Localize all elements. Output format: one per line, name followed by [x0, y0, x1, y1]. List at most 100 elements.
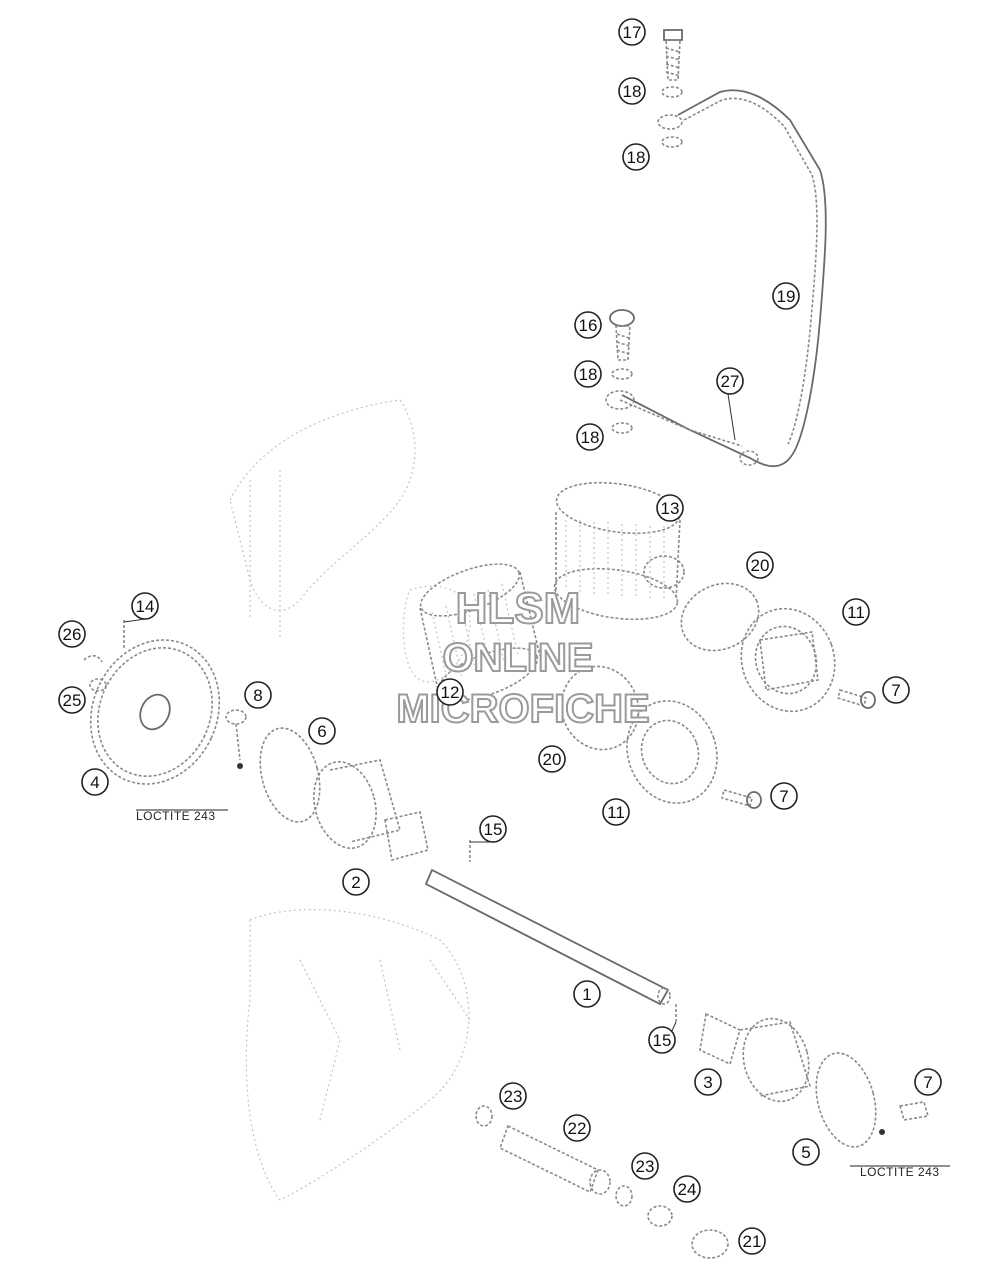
callout-number: 12 — [441, 683, 460, 702]
callout-18: 18 — [622, 143, 650, 171]
oil-line — [605, 89, 827, 467]
pump-rotor — [313, 759, 429, 862]
callout-circle — [58, 620, 86, 648]
callout-number: 18 — [623, 82, 642, 101]
callout-number: 4 — [90, 773, 99, 792]
pressure-valve — [475, 1105, 729, 1259]
callout-circle — [538, 745, 566, 773]
callout-6: 6 — [308, 717, 336, 745]
screw-middle — [721, 789, 762, 809]
callout-circle — [499, 1082, 527, 1110]
callout-23: 23 — [631, 1152, 659, 1180]
callout-circle — [673, 1175, 701, 1203]
callout-number: 14 — [136, 597, 155, 616]
watermark: HLSM ONLINE MICROFICHE — [395, 583, 650, 732]
pump-rotor-right — [699, 1012, 812, 1103]
callout-11: 11 — [602, 798, 630, 826]
callout-number: 17 — [623, 23, 642, 42]
callout-circle — [648, 1026, 676, 1054]
callout-circle — [618, 18, 646, 46]
callout-number: 7 — [891, 681, 900, 700]
callout-17: 17 — [618, 18, 646, 46]
callout-number: 19 — [777, 287, 796, 306]
callout-number: 18 — [627, 148, 646, 167]
loctite-note-left-text: LOCTITE 243 — [136, 809, 216, 823]
callout-3: 3 — [694, 1068, 722, 1096]
callout-2: 2 — [342, 868, 370, 896]
callout-number: 15 — [653, 1031, 672, 1050]
callout-circle — [576, 423, 604, 451]
callout-circle — [772, 282, 800, 310]
pump-cover — [259, 727, 321, 823]
callout-number: 20 — [543, 750, 562, 769]
callout-18: 18 — [574, 360, 602, 388]
callout-number: 2 — [351, 873, 360, 892]
callout-circle — [738, 1227, 766, 1255]
callout-circle — [602, 798, 630, 826]
callout-18: 18 — [618, 77, 646, 105]
o-ring-upper — [680, 582, 760, 652]
callout-25: 25 — [58, 686, 86, 714]
callout-number: 6 — [317, 722, 326, 741]
callout-15: 15 — [470, 815, 507, 843]
callout-7: 7 — [770, 782, 798, 810]
callout-circle — [58, 686, 86, 714]
callout-circle — [81, 768, 109, 796]
watermark-line-3: MICROFICHE — [396, 687, 649, 731]
callout-24: 24 — [673, 1175, 701, 1203]
callout-13: 13 — [656, 494, 684, 522]
callout-circle — [770, 782, 798, 810]
callout-circle — [574, 360, 602, 388]
callout-circle — [563, 1114, 591, 1142]
callout-number: 18 — [581, 428, 600, 447]
callout-number: 5 — [801, 1143, 810, 1162]
callout-number: 11 — [607, 803, 625, 822]
watermark-line-2: ONLINE — [442, 636, 593, 680]
callout-circle — [656, 494, 684, 522]
callout-circle — [842, 598, 870, 626]
pump-cover-right — [815, 1052, 877, 1148]
oil-filter-lower — [419, 563, 541, 701]
callout-circle — [436, 678, 464, 706]
callout-number: 1 — [582, 985, 591, 1004]
screw-left — [225, 709, 247, 769]
callout-22: 22 — [563, 1114, 591, 1142]
callout-8: 8 — [244, 681, 272, 709]
callout-number: 3 — [703, 1073, 712, 1092]
callout-number: 8 — [253, 686, 262, 705]
callout-number: 27 — [721, 372, 740, 391]
callout-20: 20 — [538, 745, 566, 773]
callout-number: 13 — [661, 499, 680, 518]
oil-pump-gear — [89, 639, 221, 785]
callout-circle — [573, 980, 601, 1008]
callout-number: 16 — [579, 316, 598, 335]
callout-18: 18 — [576, 423, 604, 451]
callout-4: 4 — [81, 768, 109, 796]
callout-circle — [618, 77, 646, 105]
callout-number: 25 — [63, 691, 82, 710]
callout-number: 23 — [636, 1157, 655, 1176]
callout-21: 21 — [738, 1227, 766, 1255]
callout-7: 7 — [914, 1068, 942, 1096]
loctite-note-left: LOCTITE 243 — [136, 809, 228, 823]
callout-circle — [574, 311, 602, 339]
callout-circle — [308, 717, 336, 745]
callout-number: 11 — [847, 603, 865, 622]
callout-16: 16 — [574, 311, 602, 339]
oil-filter-upper — [553, 481, 685, 621]
callout-12: 12 — [436, 678, 464, 706]
callout-20: 20 — [746, 551, 774, 579]
pump-shaft — [424, 868, 671, 1006]
callout-26: 26 — [58, 620, 86, 648]
callout-number: 7 — [779, 787, 788, 806]
callout-27: 27 — [716, 367, 744, 441]
callout-circle — [622, 143, 650, 171]
callout-number: 24 — [678, 1180, 697, 1199]
callout-leader — [123, 618, 146, 623]
o-ring-lower — [560, 665, 640, 751]
loctite-note-right: LOCTITE 243 — [850, 1165, 950, 1179]
filter-cover-lower — [626, 700, 718, 804]
banjo-bolt-upper — [661, 29, 683, 148]
